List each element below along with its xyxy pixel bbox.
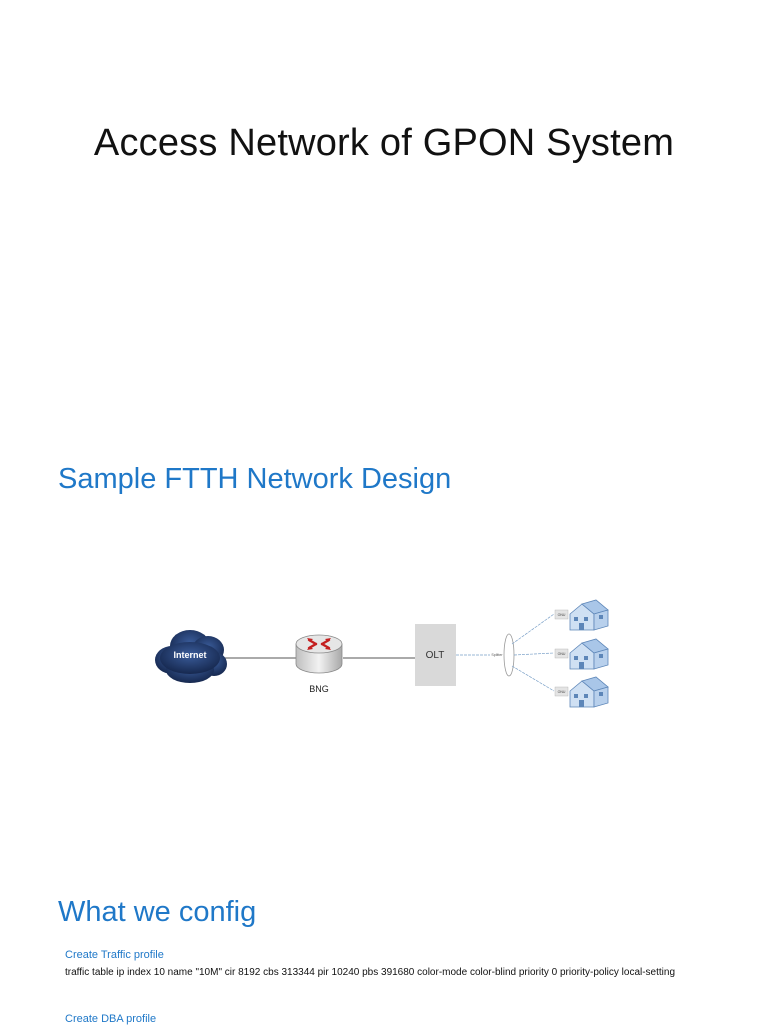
- cloud-icon: [155, 630, 227, 683]
- create-traffic-profile-link[interactable]: Create Traffic profile: [65, 949, 164, 961]
- bng-label: BNG: [309, 684, 329, 694]
- section-heading-what-we-config: What we config: [58, 896, 257, 928]
- onu-label-3: ONU: [558, 690, 566, 694]
- onu-box-1: [554, 609, 569, 620]
- router-icon: [295, 634, 343, 674]
- house-icon: [569, 638, 609, 670]
- fiber-branch-3: [511, 665, 555, 692]
- ftth-network-diagram: Internet BNG OLT Splitter: [150, 560, 620, 740]
- onu-box-2: [554, 648, 569, 659]
- internet-label: Internet: [173, 650, 206, 660]
- olt-box: [415, 624, 456, 686]
- house-icon: [569, 676, 609, 708]
- olt-label: OLT: [426, 650, 445, 661]
- section-heading-ftth-design: Sample FTTH Network Design: [58, 463, 452, 495]
- fiber-branch-1: [511, 613, 555, 645]
- page-title: Access Network of GPON System: [93, 122, 675, 164]
- onu-label-2: ONU: [558, 652, 566, 656]
- fiber-branch-2: [513, 652, 555, 656]
- house-icon: [569, 599, 609, 631]
- onu-label-1: ONU: [558, 613, 566, 617]
- splitter-label: Splitter: [491, 653, 503, 657]
- create-dba-profile-link[interactable]: Create DBA profile: [65, 1013, 157, 1025]
- onu-box-3: [554, 686, 569, 697]
- traffic-table-command: traffic table ip index 10 name "10M" cir…: [65, 967, 676, 978]
- splitter-icon: [503, 633, 515, 677]
